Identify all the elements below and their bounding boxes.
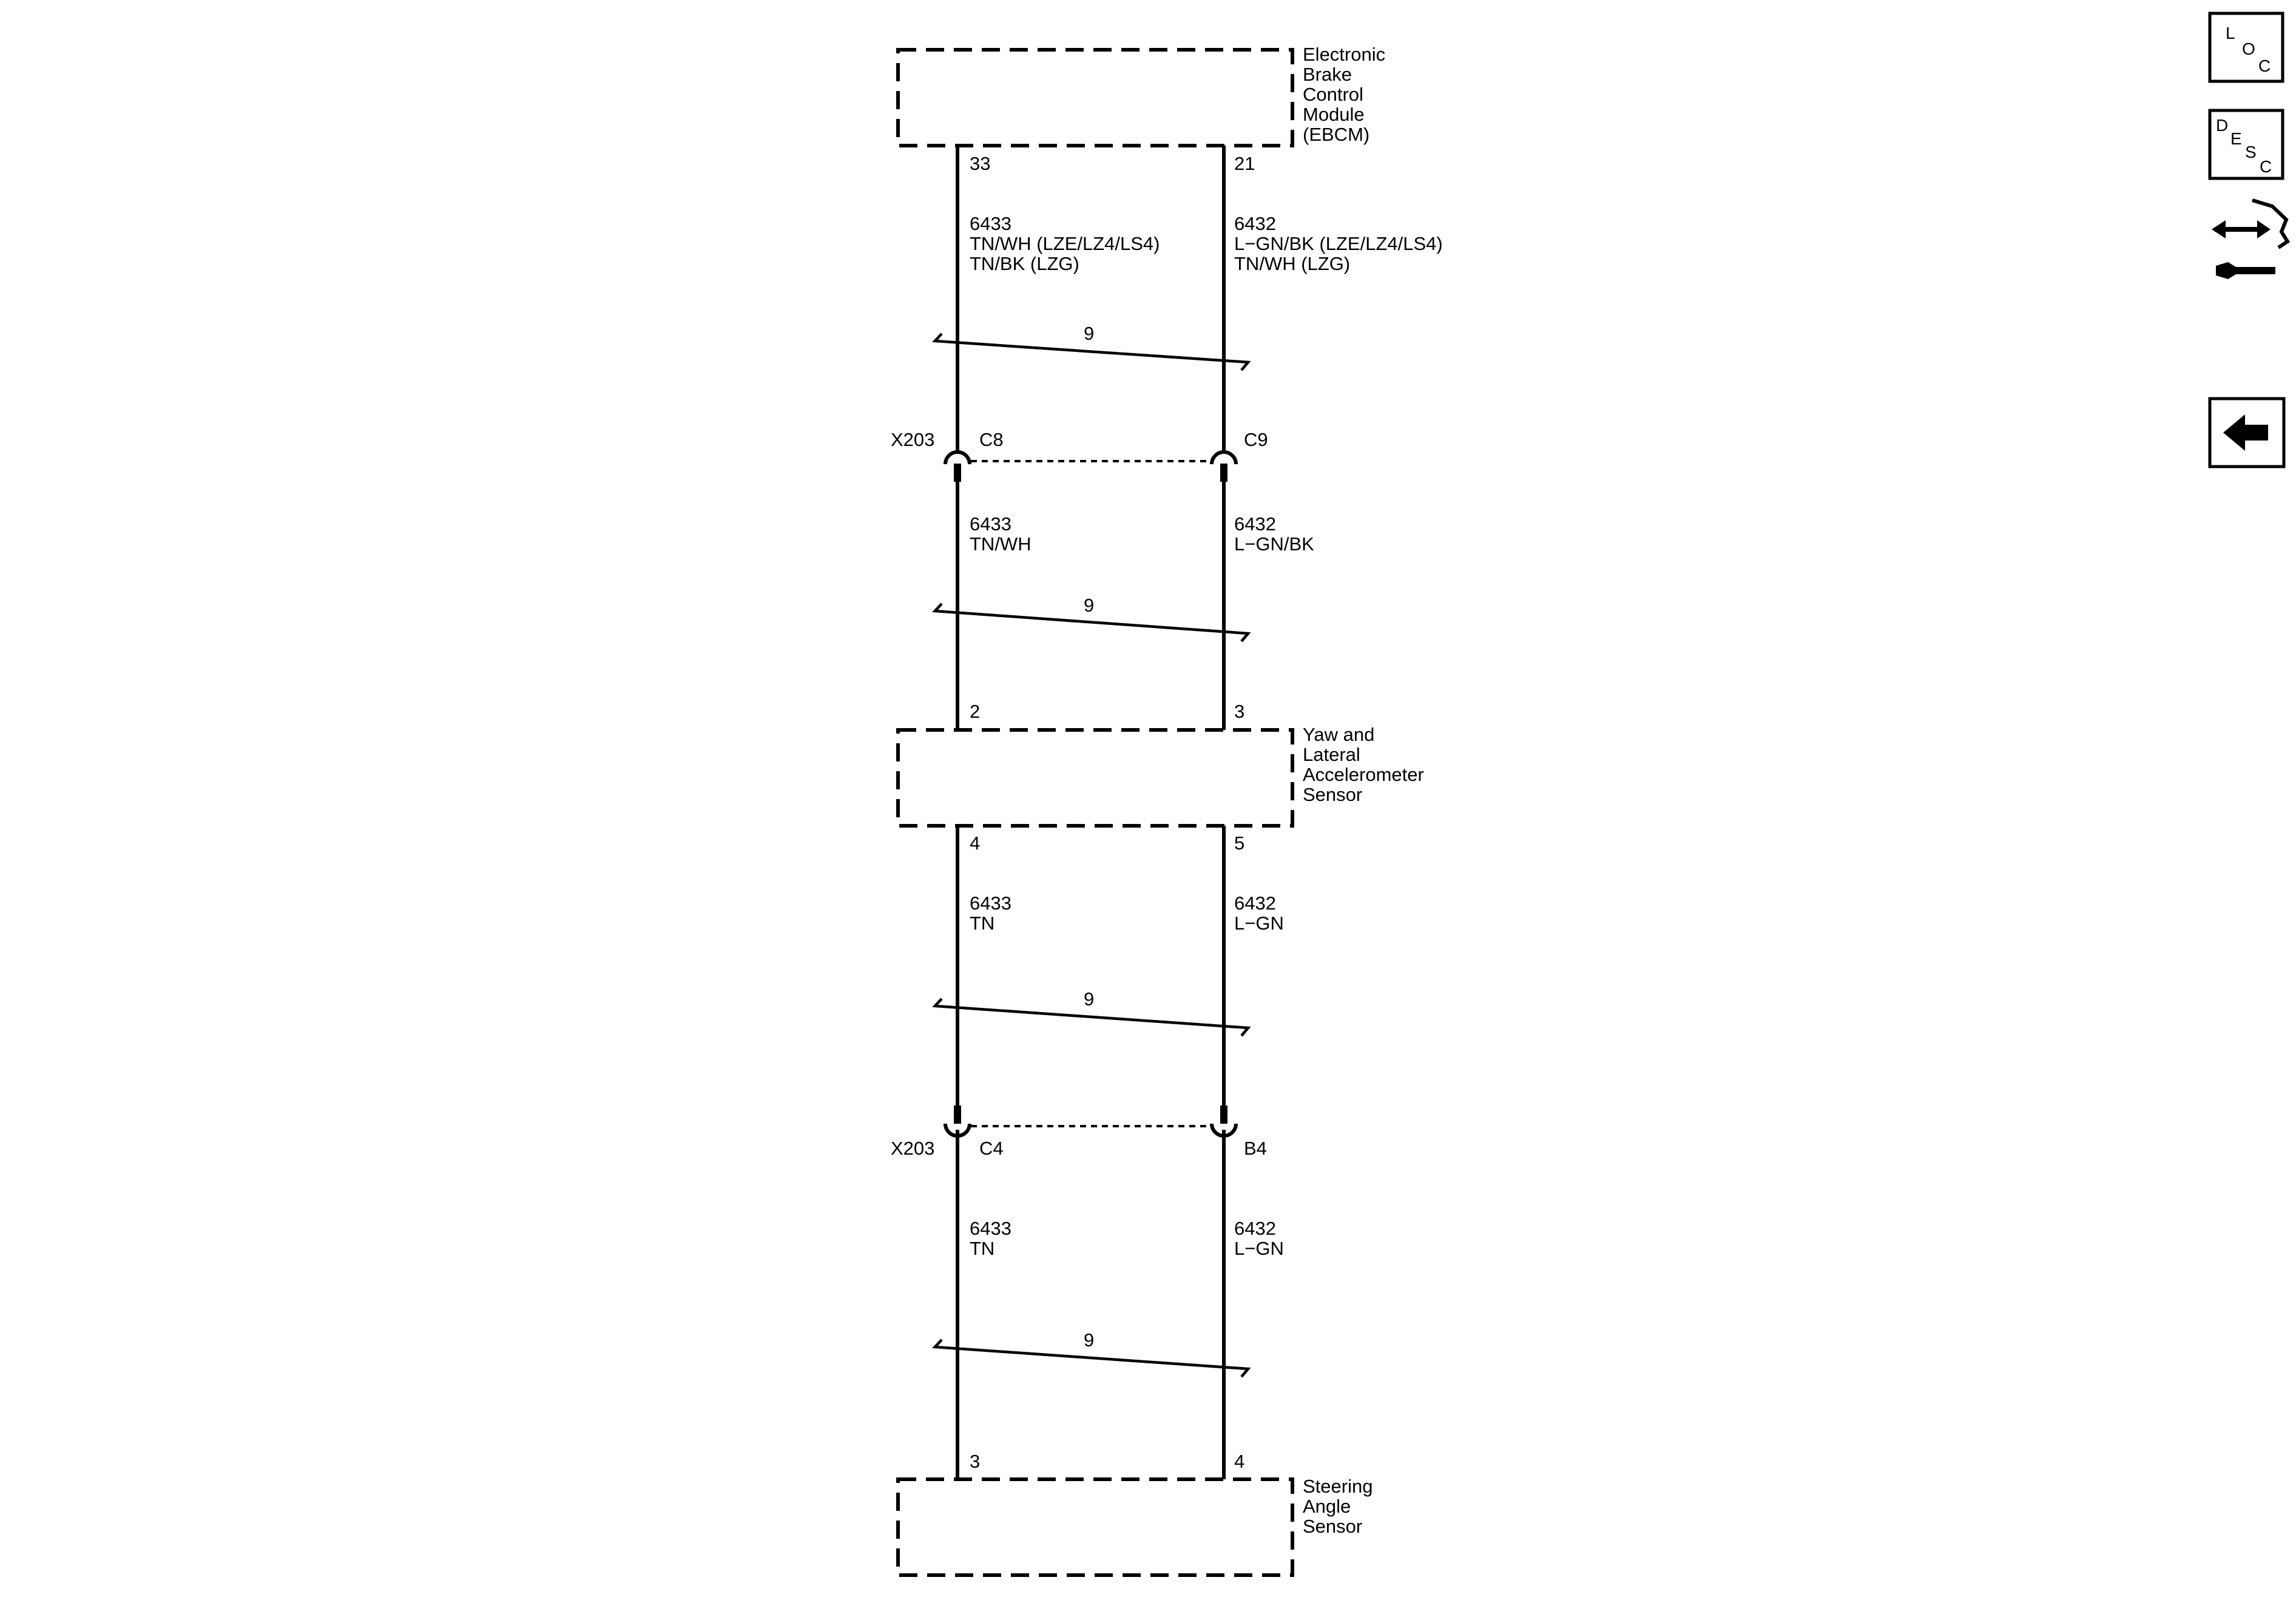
seg4-left-label: 6433 TN bbox=[970, 1218, 1017, 1259]
connector-x203-upper[interactable]: X203 C8 C9 bbox=[891, 429, 1268, 482]
connector-service-icon[interactable] bbox=[2212, 198, 2291, 279]
seg2-left-label: 6433 TN/WH bbox=[970, 513, 1032, 555]
ebcm-pin-right: 21 bbox=[1234, 153, 1255, 174]
yaw-sensor[interactable]: Yaw and Lateral Accelerometer Sensor bbox=[896, 724, 1429, 828]
twisted-pair-3: 9 bbox=[932, 988, 1251, 1037]
connector-pin-right: B4 bbox=[1244, 1138, 1267, 1159]
twist-count: 9 bbox=[1084, 323, 1094, 344]
twist-line bbox=[932, 998, 1251, 1037]
connector-x203-lower[interactable]: X203 C4 B4 bbox=[891, 1106, 1267, 1159]
wire-labels: 6433 TN/WH (LZE/LZ4/LS4) TN/BK (LZG) 643… bbox=[970, 213, 1448, 1259]
twist-line bbox=[932, 1338, 1251, 1378]
female-terminal-right bbox=[1210, 1123, 1238, 1138]
seg4-right-label: 6432 L−GN bbox=[1234, 1218, 1284, 1259]
steering-sensor-outline bbox=[896, 1477, 1294, 1577]
svg-text:C: C bbox=[2258, 56, 2271, 75]
twist-count: 9 bbox=[1084, 1329, 1094, 1351]
connector-pin-left: C8 bbox=[979, 429, 1004, 450]
seg1-right-label: 6432 L−GN/BK (LZE/LZ4/LS4) TN/WH (LZG) bbox=[1234, 213, 1448, 274]
seg1-left-label: 6433 TN/WH (LZE/LZ4/LS4) TN/BK (LZG) bbox=[970, 213, 1165, 274]
svg-text:D: D bbox=[2216, 116, 2228, 135]
twist-line bbox=[932, 603, 1251, 643]
male-terminal-right bbox=[1220, 464, 1227, 482]
steering-sensor-label: Steering Angle Sensor bbox=[1303, 1476, 1378, 1537]
connector-name: X203 bbox=[891, 1138, 934, 1159]
svg-text:S: S bbox=[2245, 143, 2257, 161]
yaw-pin-bottom-right: 5 bbox=[1234, 832, 1244, 854]
ebcm-label: Electronic Brake Control Module (EBCM) bbox=[1303, 44, 1391, 145]
seg2-right-label: 6432 L−GN/BK bbox=[1234, 513, 1314, 555]
female-terminal-right bbox=[1210, 450, 1238, 465]
male-terminal-left bbox=[954, 464, 961, 482]
yaw-pin-top-right: 3 bbox=[1234, 701, 1244, 722]
steering-angle-sensor[interactable]: Steering Angle Sensor bbox=[896, 1476, 1378, 1577]
female-terminal-left bbox=[944, 450, 971, 465]
seg3-right-label: 6432 L−GN bbox=[1234, 893, 1284, 934]
steering-pin-right: 4 bbox=[1234, 1451, 1244, 1472]
connector-pin-right: C9 bbox=[1244, 429, 1268, 450]
twisted-pair-2: 9 bbox=[932, 595, 1251, 643]
twisted-pair-4: 9 bbox=[932, 1329, 1251, 1378]
female-terminal-left bbox=[944, 1123, 971, 1138]
svg-text:E: E bbox=[2230, 129, 2242, 148]
pin-labels: 33 21 2 3 4 5 3 4 bbox=[970, 153, 1255, 1472]
svg-text:L: L bbox=[2226, 24, 2235, 42]
ebcm-module[interactable]: Electronic Brake Control Module (EBCM) bbox=[896, 44, 1391, 147]
twist-count: 9 bbox=[1084, 988, 1094, 1010]
twisted-pair-1: 9 bbox=[932, 323, 1251, 371]
ebcm-outline bbox=[896, 48, 1294, 147]
svg-text:C: C bbox=[2260, 157, 2272, 176]
yaw-sensor-label: Yaw and Lateral Accelerometer Sensor bbox=[1303, 724, 1429, 805]
yaw-pin-bottom-left: 4 bbox=[970, 832, 980, 854]
description-icon[interactable]: D E S C bbox=[2208, 109, 2284, 180]
connector-pin-left: C4 bbox=[979, 1138, 1004, 1159]
back-arrow-icon[interactable] bbox=[2208, 397, 2286, 468]
ebcm-pin-left: 33 bbox=[970, 153, 990, 174]
connector-name: X203 bbox=[891, 429, 934, 450]
location-icon[interactable]: L O C bbox=[2208, 12, 2284, 83]
twist-line bbox=[932, 333, 1251, 371]
yaw-sensor-outline bbox=[896, 728, 1294, 828]
male-terminal-left bbox=[954, 1106, 961, 1124]
twist-count: 9 bbox=[1084, 595, 1094, 616]
svg-text:O: O bbox=[2242, 39, 2255, 58]
male-terminal-right bbox=[1220, 1106, 1227, 1124]
seg3-left-label: 6433 TN bbox=[970, 893, 1017, 934]
wire-runs bbox=[956, 146, 1226, 1479]
yaw-pin-top-left: 2 bbox=[970, 701, 980, 722]
steering-pin-left: 3 bbox=[970, 1451, 980, 1472]
